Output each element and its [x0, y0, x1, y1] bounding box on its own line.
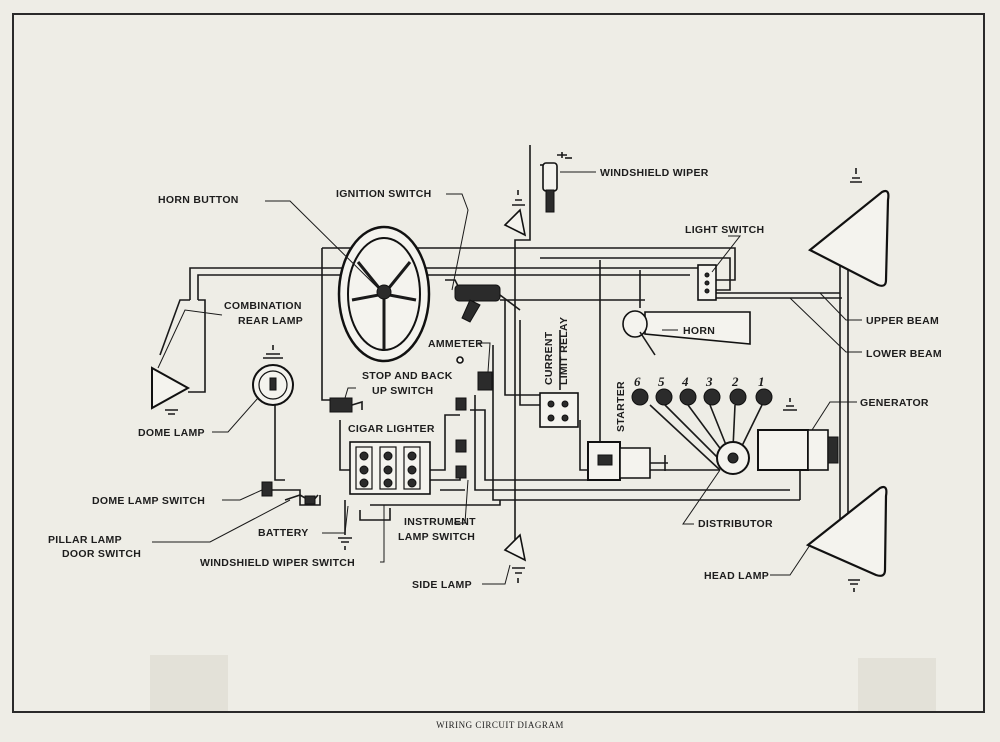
- label-stop-backup-switch-line1: STOP AND BACK: [362, 370, 453, 382]
- dome-lamp-switch: [261, 481, 273, 497]
- horn-button-icon: [376, 284, 392, 300]
- labels: HORN BUTTON IGNITION SWITCH WINDSHIELD W…: [48, 167, 942, 591]
- label-dome-lamp-switch: DOME LAMP SWITCH: [92, 495, 205, 507]
- ignition-switch: [454, 284, 501, 323]
- battery-ground-icon: [338, 537, 352, 550]
- label-lower-beam: LOWER BEAM: [866, 348, 942, 360]
- label-side-lamp: SIDE LAMP: [412, 579, 472, 591]
- label-ignition-switch: IGNITION SWITCH: [336, 188, 432, 200]
- windshield-wiper-icon: [542, 152, 572, 213]
- spark-plug-number-6: 6: [634, 374, 641, 389]
- side-lamp-upper: [503, 190, 527, 237]
- label-light-switch: LIGHT SWITCH: [685, 224, 764, 236]
- panel-switch-group: [455, 397, 467, 479]
- label-instrument-lamp-switch-line2: LAMP SWITCH: [398, 531, 475, 543]
- label-battery: BATTERY: [258, 527, 309, 539]
- spark-plugs: 6 5 4 3 2 1: [631, 374, 773, 406]
- starter-motor: [587, 441, 668, 481]
- diagram-frame: [12, 13, 985, 713]
- label-pillar-lamp-door-switch-line2: DOOR SWITCH: [62, 548, 141, 560]
- horn-icon: [622, 310, 751, 356]
- distributor-icon: [716, 441, 750, 475]
- label-dome-lamp: DOME LAMP: [138, 427, 205, 439]
- label-head-lamp: HEAD LAMP: [704, 570, 769, 582]
- label-stop-backup-switch-line2: UP SWITCH: [372, 385, 433, 397]
- label-starter: STARTER: [615, 381, 627, 432]
- ammeter-icon: [456, 356, 493, 391]
- label-ammeter: AMMETER: [428, 338, 483, 350]
- light-switch: [697, 264, 717, 301]
- cigar-lighter-panel: [349, 441, 431, 495]
- leader-lines: [152, 171, 862, 585]
- label-pillar-lamp-door-switch-line1: PILLAR LAMP: [48, 534, 122, 546]
- current-limit-relay: [539, 392, 579, 428]
- head-lamp-upper: [807, 168, 890, 287]
- label-windshield-wiper-switch: WINDSHIELD WIPER SWITCH: [200, 557, 355, 569]
- head-lamp-lower: [805, 485, 888, 592]
- label-current-limit-relay-line1: CURRENT: [543, 331, 555, 385]
- label-combination-rear-lamp-line2: REAR LAMP: [238, 315, 303, 327]
- label-generator: GENERATOR: [860, 397, 929, 409]
- paper-smudge-left: [150, 655, 228, 713]
- label-combination-rear-lamp-line1: COMBINATION: [224, 300, 302, 312]
- diagram-caption: WIRING CIRCUIT DIAGRAM: [436, 720, 564, 730]
- label-horn-button: HORN BUTTON: [158, 194, 239, 206]
- spark-plug-number-3: 3: [705, 374, 713, 389]
- spark-plug-number-4: 4: [681, 374, 689, 389]
- dome-lamp-icon: [252, 345, 294, 406]
- generator-icon: [757, 398, 839, 471]
- spark-plug-number-2: 2: [731, 374, 739, 389]
- label-instrument-lamp-switch-line1: INSTRUMENT: [404, 516, 476, 528]
- label-current-limit-relay-line2: LIMIT RELAY: [558, 317, 570, 385]
- side-lamp-lower: [503, 533, 527, 583]
- label-horn: HORN: [683, 325, 715, 337]
- label-distributor: DISTRIBUTOR: [698, 518, 773, 530]
- spark-plug-number-1: 1: [758, 374, 765, 389]
- label-windshield-wiper: WINDSHIELD WIPER: [600, 167, 709, 179]
- spark-plug-number-5: 5: [658, 374, 665, 389]
- label-cigar-lighter: CIGAR LIGHTER: [348, 423, 435, 435]
- label-upper-beam: UPPER BEAM: [866, 315, 939, 327]
- paper-smudge-right: [858, 658, 936, 713]
- stop-backup-switch: [329, 397, 363, 413]
- pillar-lamp-door-switch: [284, 494, 319, 505]
- combination-rear-lamp: [151, 366, 191, 415]
